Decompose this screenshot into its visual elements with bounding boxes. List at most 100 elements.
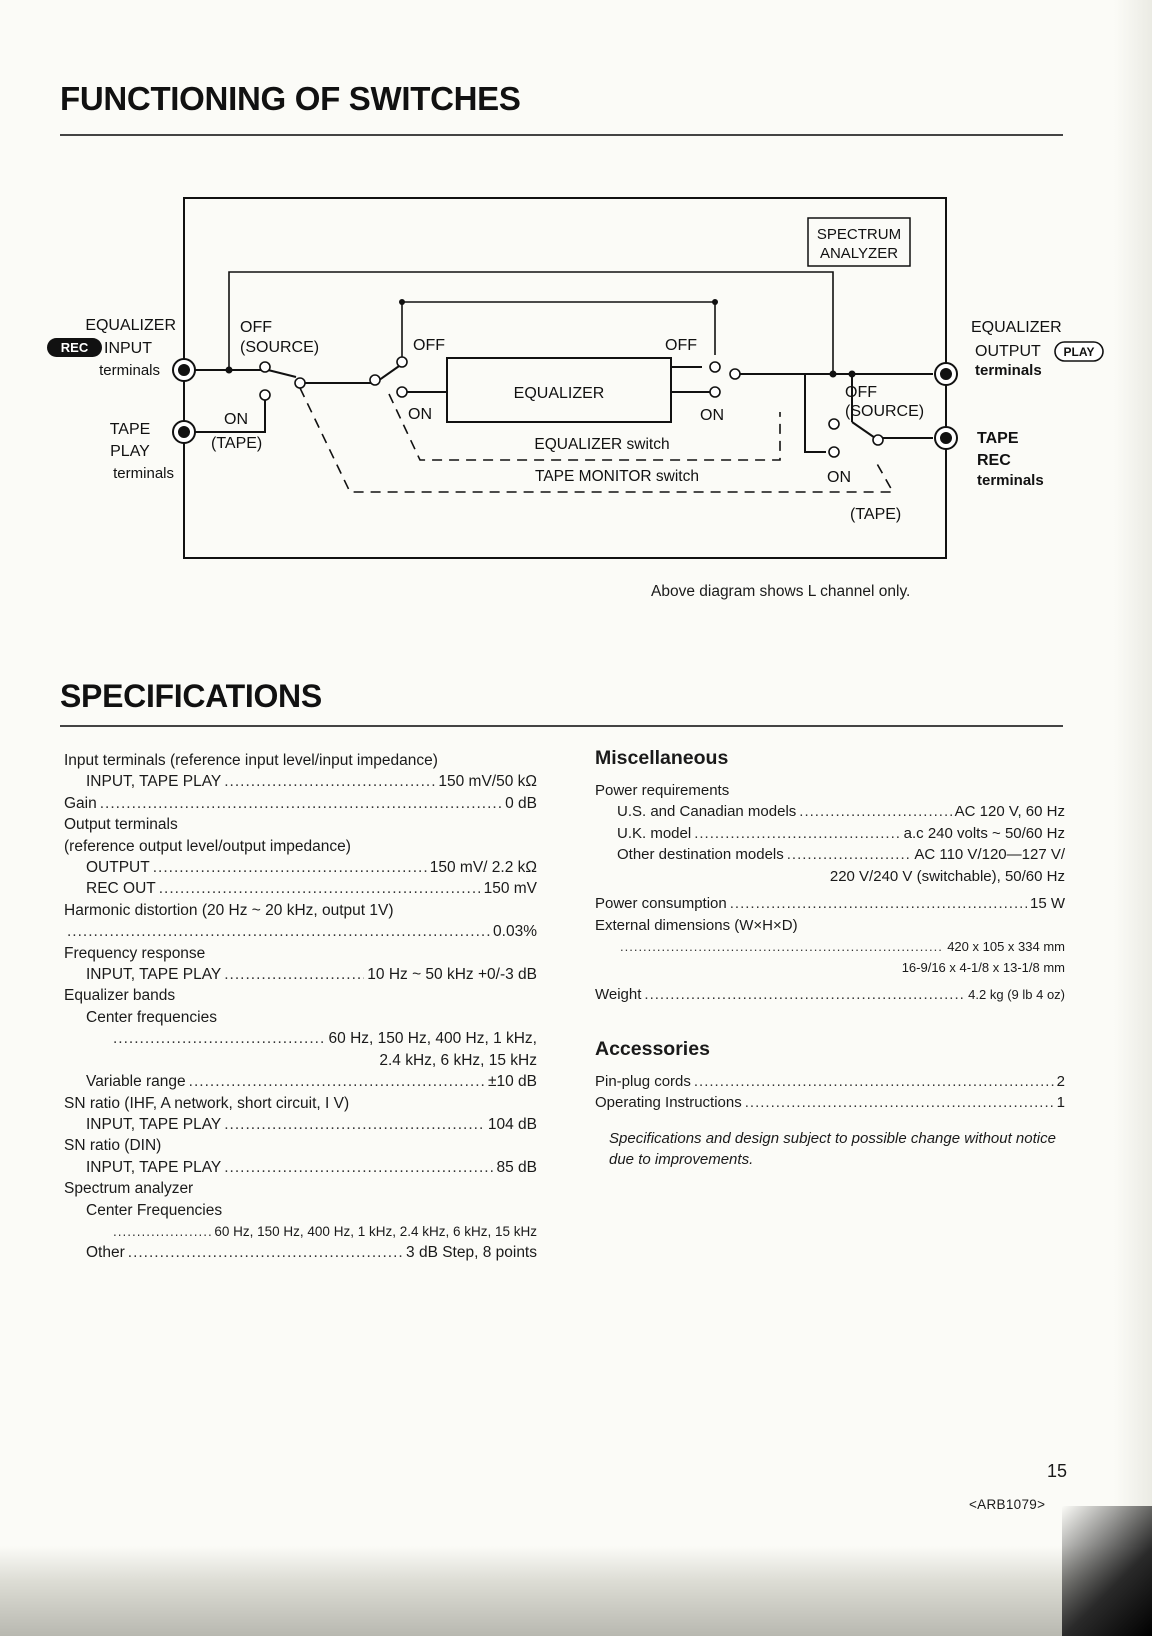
spec-value: AC 120 V, 60 Hz — [954, 803, 1065, 820]
spec-row-other-destination: Other destination models AC 110 V/120—127… — [595, 844, 1065, 866]
rec-badge — [47, 338, 102, 357]
spec-value: 10 Hz ~ 50 kHz +0/-3 dB — [367, 966, 537, 984]
dot-leader — [113, 1221, 211, 1242]
spec-label: Other destination models — [617, 846, 784, 863]
spec-value: 3 dB Step, 8 points — [406, 1244, 537, 1262]
spec-label: INPUT, TAPE PLAY — [86, 966, 222, 984]
other-destination-continued: 220 V/240 V (switchable), 50/60 Hz — [829, 867, 1065, 885]
spec-row-input: INPUT, TAPE PLAY 150 mV/50 kΩ — [64, 771, 537, 792]
miscellaneous-heading: Miscellaneous — [595, 747, 729, 769]
spec-value: 150 mV/ 2.2 kΩ — [429, 859, 537, 877]
dot-leader — [189, 1071, 485, 1092]
spec-label: INPUT, TAPE PLAY — [86, 773, 222, 791]
eq-output-label-1: EQUALIZER — [971, 319, 1062, 336]
tape-play-label-1: TAPE — [110, 421, 151, 438]
tape-play-label-2: PLAY — [110, 443, 150, 460]
equalizer-bands-heading: Equalizer bands — [64, 987, 176, 1005]
spec-value: AC 110 V/120—127 V/ — [914, 846, 1065, 863]
spec-value: 420 x 105 x 334 mm — [947, 939, 1065, 954]
spec-label: REC OUT — [86, 880, 156, 898]
spec-row-center-frequencies: 60 Hz, 150 Hz, 400 Hz, 1 kHz, — [64, 1028, 537, 1049]
tape-rec-label-2: REC — [977, 452, 1011, 469]
diagram-caption: Above diagram shows L channel only. — [651, 583, 911, 600]
dot-leader — [745, 1092, 1054, 1114]
eq-off-label-left: OFF — [413, 337, 445, 354]
dot-leader — [694, 823, 900, 845]
eq-input-label-3: terminals — [99, 362, 160, 379]
spectrum-label-2: ANALYZER — [820, 245, 898, 262]
tm-source-label: (SOURCE) — [240, 339, 319, 356]
spec-label: Operating Instructions — [595, 1094, 742, 1111]
spec-row-other: Other 3 dB Step, 8 points — [64, 1242, 537, 1263]
eq-output-label-2: OUTPUT — [975, 343, 1041, 360]
spec-label: Pin-plug cords — [595, 1072, 691, 1090]
output-reference-note: (reference output level/output impedance… — [64, 837, 351, 855]
spec-row-dimensions: 420 x 105 x 334 mm — [595, 936, 1065, 958]
spectrum-label-1: SPECTRUM — [817, 226, 901, 243]
spec-value: 0.03% — [493, 923, 537, 941]
dot-leader — [67, 921, 490, 942]
equalizer-block-label: EQUALIZER — [514, 385, 605, 402]
dot-leader — [159, 878, 481, 899]
play-badge-label: PLAY — [1064, 345, 1095, 359]
tape-rec-label-1: TAPE — [977, 430, 1019, 447]
dimensions-inches: 16-9/16 x 4-1/8 x 13-1/8 mm — [901, 959, 1065, 975]
spec-row-variable-range: Variable range±10 dB — [64, 1071, 537, 1092]
spec-row-spectrum-center: 60 Hz, 150 Hz, 400 Hz, 1 kHz, 2.4 kHz, 6… — [64, 1221, 537, 1242]
dot-leader — [787, 844, 912, 866]
spec-value: 0 dB — [505, 794, 537, 812]
spec-row-sn-din: INPUT, TAPE PLAY85 dB — [64, 1157, 537, 1178]
dot-leader — [730, 893, 1027, 915]
spec-value: a.c 240 volts ~ 50/60 Hz — [903, 824, 1065, 842]
play-badge — [1054, 341, 1104, 362]
spec-value: 104 dB — [487, 1115, 537, 1133]
document-code: <ARB1079> — [969, 1497, 1046, 1512]
spec-row-weight: Weight4.2 kg (9 lb 4 oz) — [595, 984, 1065, 1006]
input-terminals-heading: Input terminals (reference input level/i… — [64, 752, 438, 769]
spec-value: 150 mV — [483, 880, 537, 898]
dot-leader — [644, 984, 965, 1006]
sn-ihf-heading: SN ratio (IHF, A network, short circuit,… — [64, 1094, 350, 1112]
spec-label: OUTPUT — [86, 859, 150, 877]
spec-value: 15 W — [1029, 895, 1065, 912]
page-number: 15 — [1047, 1461, 1068, 1481]
spec-label: Other — [86, 1244, 125, 1262]
equalizer-block-box — [446, 357, 672, 423]
spectrum-analyzer-box — [807, 217, 911, 267]
spec-value: 150 mV/50 kΩ — [438, 773, 537, 791]
dot-leader — [224, 964, 364, 985]
tape-rec-label-3: terminals — [977, 472, 1044, 489]
spec-label: Gain — [64, 794, 97, 812]
spec-row-frequency: INPUT, TAPE PLAY 10 Hz ~ 50 kHz +0/-3 dB — [64, 964, 537, 985]
spec-row-operating-instructions: Operating Instructions 1 — [595, 1092, 1065, 1114]
dot-leader — [799, 801, 951, 823]
dot-leader — [128, 1242, 403, 1263]
spec-row-rec-out: REC OUT 150 mV — [64, 878, 537, 899]
rec-on-label: ON — [827, 469, 851, 486]
dot-leader — [620, 936, 944, 958]
spec-label: INPUT, TAPE PLAY — [86, 1158, 222, 1176]
page-bottom-shadow — [0, 1546, 1152, 1636]
power-requirements-heading: Power requirements — [595, 781, 730, 799]
dot-leader — [100, 793, 502, 814]
tape-monitor-switch-label: TAPE MONITOR switch — [535, 468, 699, 485]
functioning-title: FUNCTIONING OF SWITCHES — [60, 80, 521, 117]
spec-value: 4.2 kg (9 lb 4 oz) — [968, 986, 1065, 1002]
frequency-response-heading: Frequency response — [64, 944, 206, 962]
page-corner-shadow — [1062, 1506, 1152, 1636]
tm-tape-label: (TAPE) — [211, 435, 262, 452]
rec-badge-label: REC — [61, 340, 89, 355]
dot-leader — [224, 1157, 493, 1178]
spec-label: Variable range — [86, 1073, 186, 1091]
external-dimensions-heading: External dimensions (W×H×D) — [595, 916, 798, 934]
center-frequencies-continued: 2.4 kHz, 6 kHz, 15 kHz — [379, 1051, 537, 1069]
spec-label: U.K. model — [617, 824, 692, 842]
rec-off-label: OFF — [845, 384, 877, 401]
eq-input-label-1: EQUALIZER — [85, 317, 176, 334]
spec-right-column: Miscellaneous Power requirements U.S. an… — [595, 747, 1065, 1170]
rec-tape-label: (TAPE) — [850, 506, 901, 523]
spec-value: 1 — [1056, 1094, 1065, 1111]
change-notice: Specifications and design subject to pos… — [609, 1129, 1056, 1168]
spec-left-column: Input terminals (reference input level/i… — [64, 750, 537, 1264]
dot-leader — [224, 771, 435, 792]
